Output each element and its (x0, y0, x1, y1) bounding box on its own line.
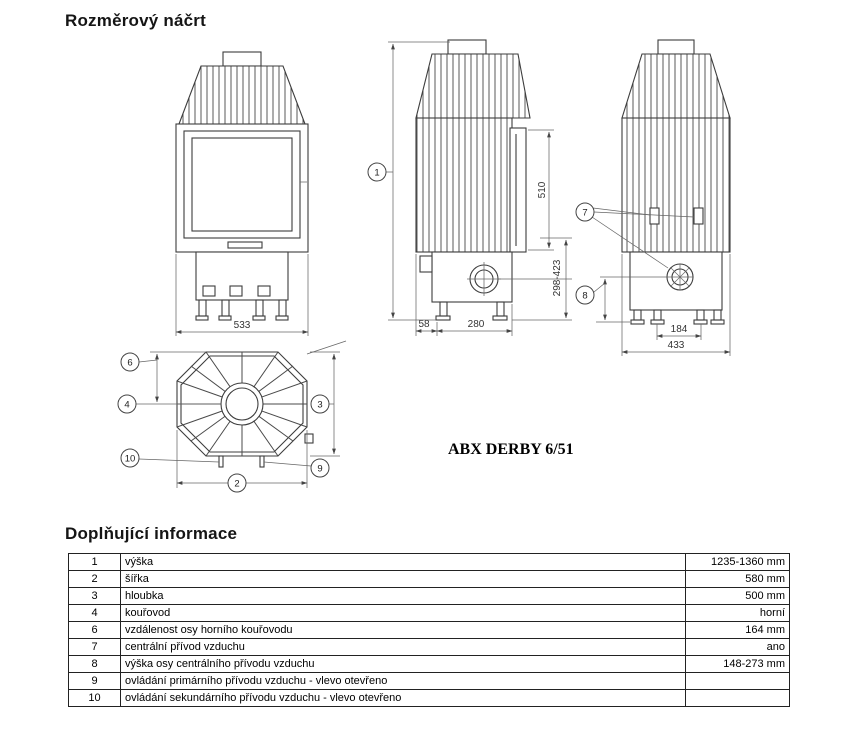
callout-3-label: 3 (317, 400, 322, 411)
callout-2-label: 2 (234, 479, 239, 490)
row-number: 9 (68, 672, 121, 690)
row-number: 6 (68, 621, 121, 639)
side-view-drawing: 1 510 298-423 58 280 (367, 39, 572, 336)
table-row: 6 vzdálenost osy horního kouřovodu 164 m… (68, 621, 790, 639)
dim-leg-spacing: 184 (671, 324, 688, 335)
row-label: hloubka (120, 587, 686, 605)
callout-3 (310, 394, 330, 414)
rear-view-drawing: 7 8 184 433 (575, 39, 731, 356)
row-number: 2 (68, 570, 121, 588)
row-label: kouřovod (120, 604, 686, 622)
callout-2 (227, 473, 247, 493)
row-value: 500 mm (685, 587, 790, 605)
row-value: 1235-1360 mm (685, 553, 790, 571)
row-label: vzdálenost osy horního kouřovodu (120, 621, 686, 639)
model-name: ABX DERBY 6/51 (448, 441, 574, 458)
callout-10 (120, 448, 140, 468)
callout-7 (575, 202, 595, 222)
row-number: 8 (68, 655, 121, 673)
dim-inlet-height-range: 298-423 (552, 259, 563, 296)
table-row: 8 výška osy centrálního přívodu vzduchu … (68, 655, 790, 673)
dim-door-height: 510 (537, 181, 548, 198)
row-label: šířka (120, 570, 686, 588)
row-label: ovládání sekundárního přívodu vzduchu - … (120, 689, 686, 707)
table-row: 3 hloubka 500 mm (68, 587, 790, 605)
callout-7-label: 7 (582, 208, 587, 219)
table-row: 1 výška 1235-1360 mm (68, 553, 790, 571)
row-value (685, 689, 790, 707)
table-row: 2 šířka 580 mm (68, 570, 790, 588)
table-row: 4 kouřovod horní (68, 604, 790, 622)
callout-1-label: 1 (374, 168, 379, 179)
callout-6-label: 6 (127, 358, 132, 369)
section-title-additional-info: Doplňující informace (65, 524, 238, 543)
row-value: 164 mm (685, 621, 790, 639)
callout-4 (117, 394, 137, 414)
callout-8-label: 8 (582, 291, 587, 302)
dim-back-offset: 58 (418, 319, 430, 330)
row-number: 4 (68, 604, 121, 622)
dim-base-depth: 280 (468, 319, 485, 330)
row-value: ano (685, 638, 790, 656)
callout-9 (310, 458, 330, 478)
row-label: výška osy centrálního přívodu vzduchu (120, 655, 686, 673)
dim-front-width: 533 (234, 320, 251, 331)
row-label: výška (120, 553, 686, 571)
row-value (685, 672, 790, 690)
row-label: centrální přívod vzduchu (120, 638, 686, 656)
table-row: 10 ovládání sekundárního přívodu vzduchu… (68, 689, 790, 707)
table-row: 7 centrální přívod vzduchu ano (68, 638, 790, 656)
callout-6 (120, 352, 140, 372)
row-number: 1 (68, 553, 121, 571)
callout-8 (575, 285, 595, 305)
row-number: 7 (68, 638, 121, 656)
row-number: 3 (68, 587, 121, 605)
table-row: 9 ovládání primárního přívodu vzduchu - … (68, 672, 790, 690)
page-title: Rozměrový náčrt (65, 11, 206, 30)
dimensional-drawing: 533 1 (117, 39, 731, 493)
front-view-drawing: 533 (175, 51, 309, 336)
top-view-drawing: 6 4 3 2 10 9 (117, 340, 347, 493)
callout-10-label: 10 (125, 454, 136, 465)
callout-9-label: 9 (317, 464, 322, 475)
row-label: ovládání primárního přívodu vzduchu - vl… (120, 672, 686, 690)
row-value: 148-273 mm (685, 655, 790, 673)
callout-1 (367, 162, 387, 182)
additional-info-table: 1 výška 1235-1360 mm 2 šířka 580 mm 3 hl… (68, 553, 790, 707)
row-number: 10 (68, 689, 121, 707)
callout-4-label: 4 (124, 400, 129, 411)
row-value: horní (685, 604, 790, 622)
row-value: 580 mm (685, 570, 790, 588)
dim-rear-width: 433 (668, 340, 685, 351)
